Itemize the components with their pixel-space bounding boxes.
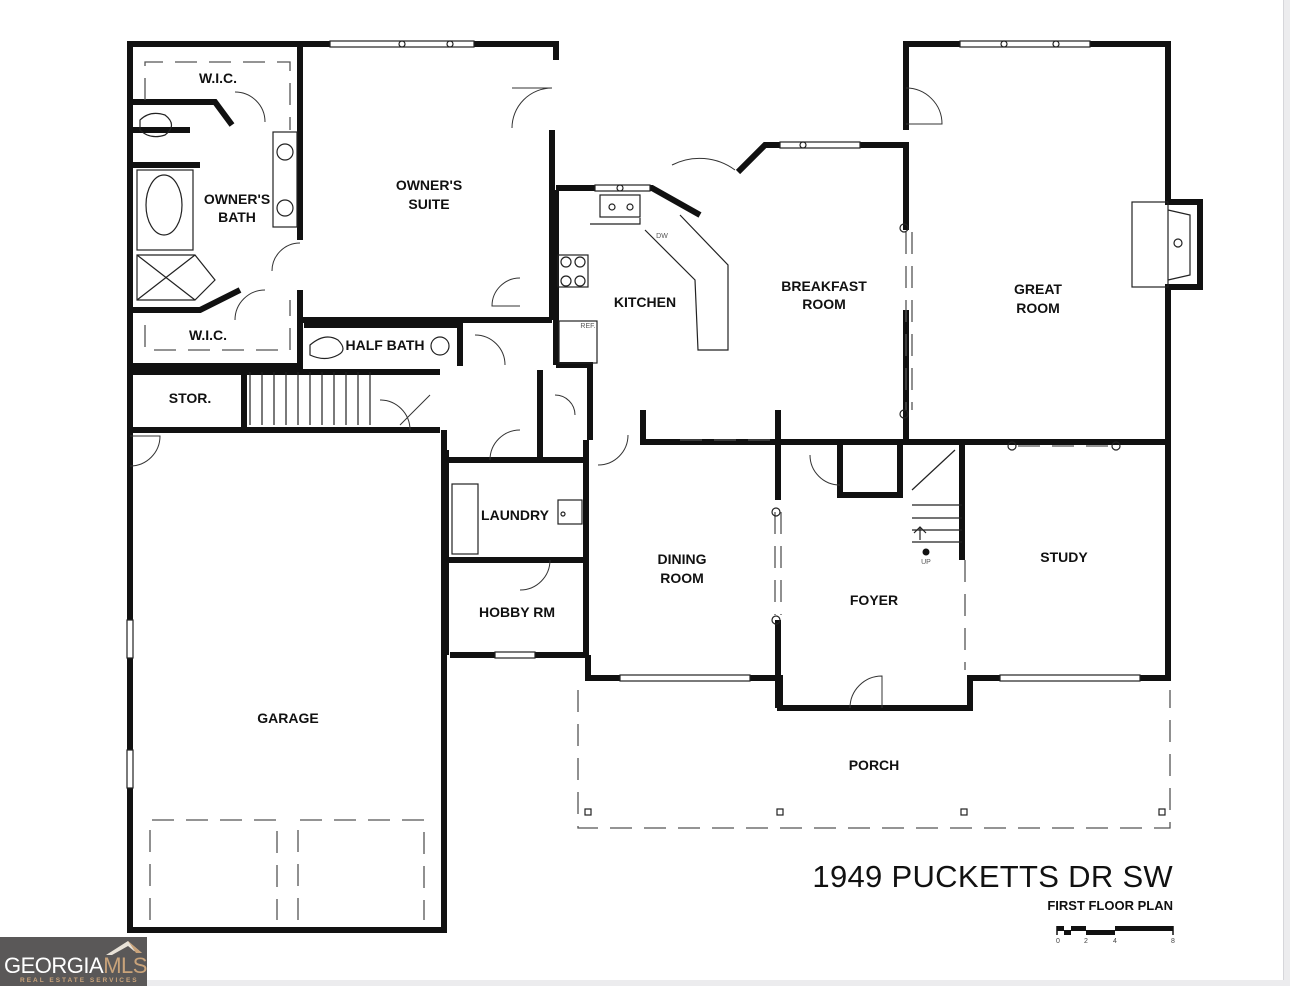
room-label-half-bath: HALF BATH [345, 337, 424, 353]
logo-text: GEORGIAMLS [4, 953, 147, 979]
georgia-mls-logo: GEORGIAMLS REAL ESTATE SERVICES [0, 937, 147, 986]
logo-tagline: REAL ESTATE SERVICES [20, 977, 139, 984]
plan-subtitle: FIRST FLOOR PLAN [1047, 898, 1173, 913]
scale-tick: 8 [1171, 938, 1175, 945]
open-boundaries [144, 61, 1171, 920]
fridge-label: REF. [580, 323, 595, 330]
room-label-owners-bath: OWNER'S [204, 191, 270, 207]
scale-tick: 0 [1056, 938, 1060, 945]
room-label-garage: GARAGE [257, 710, 318, 726]
scale-tick: 2 [1084, 938, 1088, 945]
room-label-great-room: GREAT [1014, 281, 1062, 297]
scale-bar: 0 2 4 8 [1056, 924, 1176, 948]
room-label-breakfast: BREAKFAST [781, 278, 867, 294]
room-label-kitchen: KITCHEN [614, 294, 676, 310]
roof-icon [106, 941, 142, 955]
columns [584, 223, 1166, 816]
room-label-storage: STOR. [169, 390, 212, 406]
room-label-laundry: LAUNDRY [481, 507, 550, 523]
doors [129, 87, 943, 709]
room-label-owners-bath-2: BATH [218, 209, 256, 225]
page-bottom-edge [0, 980, 1290, 986]
fixtures [136, 112, 1191, 555]
logo-brand-accent: MLS [103, 953, 147, 978]
room-label-study: STUDY [1040, 549, 1088, 565]
room-label-owners-suite-2: SUITE [408, 196, 449, 212]
windows [126, 40, 1141, 789]
property-address: 1949 PUCKETTS DR SW [812, 859, 1173, 894]
room-labels: W.I.C. OWNER'S BATH OWNER'S SUITE W.I.C.… [169, 70, 1089, 773]
logo-brand: GEORGIA [4, 953, 104, 978]
room-label-wic-bottom: W.I.C. [189, 327, 227, 343]
room-label-dining: DINING [658, 551, 707, 567]
page-edge [1283, 0, 1290, 986]
room-label-hobby: HOBBY RM [479, 604, 555, 620]
title-block: 1949 PUCKETTS DR SW FIRST FLOOR PLAN [812, 859, 1173, 914]
dishwasher-label: DW [656, 233, 668, 240]
room-label-breakfast-2: ROOM [802, 296, 846, 312]
room-label-wic-top: W.I.C. [199, 70, 237, 86]
room-label-porch: PORCH [849, 757, 900, 773]
room-label-dining-2: ROOM [660, 570, 704, 586]
scale-bar-graphic [1056, 926, 1174, 935]
scale-tick: 4 [1113, 938, 1117, 945]
room-label-owners-suite: OWNER'S [396, 177, 462, 193]
exterior-walls [127, 41, 1203, 933]
room-label-foyer: FOYER [850, 592, 898, 608]
room-label-great-room-2: ROOM [1016, 300, 1060, 316]
stair-up-label: UP [921, 559, 931, 566]
interior-walls [130, 44, 1168, 708]
stair-up-marker [922, 548, 930, 556]
